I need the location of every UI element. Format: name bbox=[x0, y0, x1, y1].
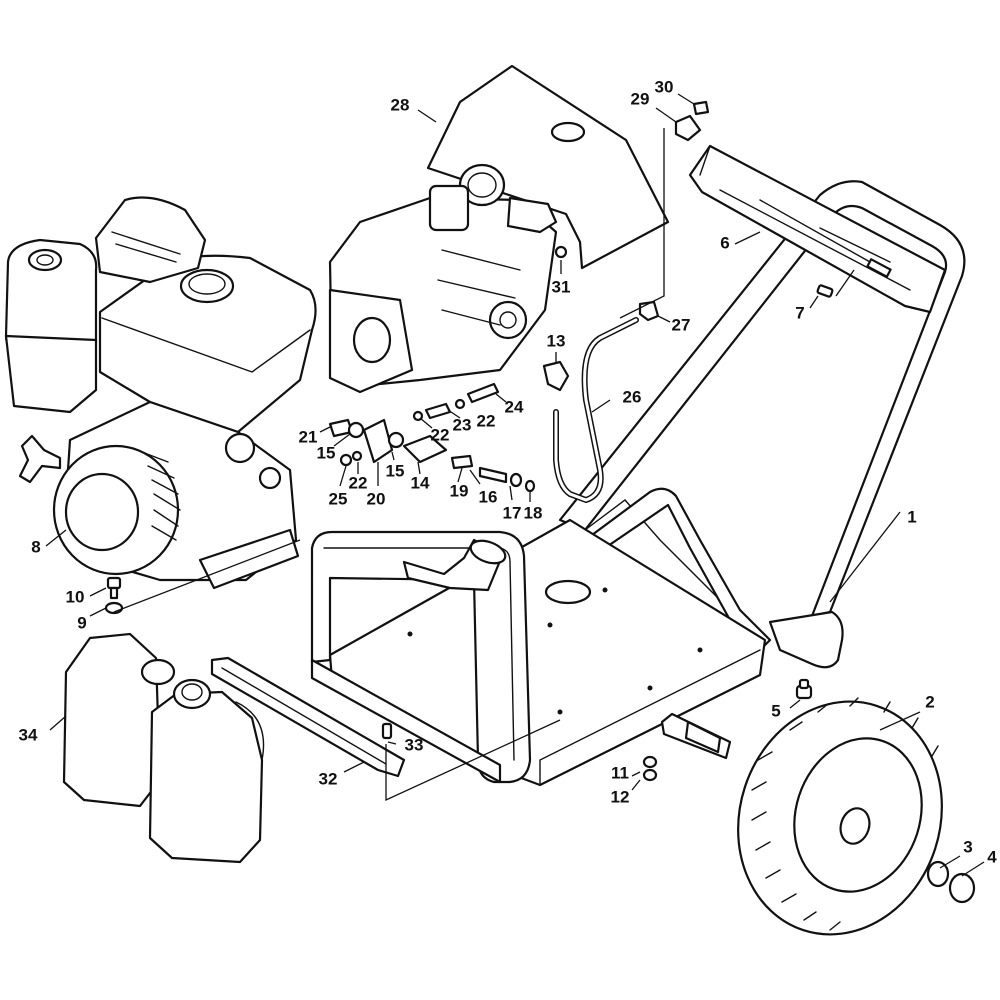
engine bbox=[4, 196, 317, 590]
callout-16: 16 bbox=[479, 487, 498, 506]
pump bbox=[328, 163, 558, 394]
callout-22b: 22 bbox=[431, 425, 450, 444]
callout-2: 2 bbox=[925, 692, 934, 711]
callout-4: 4 bbox=[987, 847, 997, 866]
hub-cap bbox=[948, 872, 976, 904]
callout-25: 25 bbox=[329, 489, 348, 508]
callout-10: 10 bbox=[66, 587, 85, 606]
callout-8: 8 bbox=[31, 537, 40, 556]
front-tube-frame bbox=[310, 530, 532, 784]
callout-14: 14 bbox=[411, 473, 430, 492]
callout-22c: 22 bbox=[477, 411, 496, 430]
elbow-fitting bbox=[638, 300, 660, 322]
callout-1: 1 bbox=[907, 507, 916, 526]
callout-17: 17 bbox=[503, 503, 522, 522]
callout-21: 21 bbox=[299, 427, 318, 446]
callout-32: 32 bbox=[319, 769, 338, 788]
callout-22a: 22 bbox=[349, 473, 368, 492]
tire-valve bbox=[795, 678, 813, 700]
callout-15a: 15 bbox=[317, 443, 336, 462]
callout-28: 28 bbox=[391, 95, 410, 114]
handle-grip bbox=[688, 144, 947, 314]
skid-rail bbox=[210, 656, 406, 778]
callout-12: 12 bbox=[611, 787, 630, 806]
callout-18: 18 bbox=[524, 503, 543, 522]
callout-7: 7 bbox=[795, 303, 804, 322]
wheel bbox=[737, 697, 943, 936]
pump-cover bbox=[426, 64, 670, 270]
callout-15b: 15 bbox=[386, 461, 405, 480]
leader-lines bbox=[45, 93, 985, 877]
swivel-fitting bbox=[542, 360, 570, 392]
engine-bolt bbox=[106, 576, 122, 600]
fuel-canisters bbox=[62, 632, 265, 864]
callouts: 1 2 3 4 5 6 7 8 9 10 11 12 13 14 15 15 1… bbox=[19, 77, 998, 866]
small-fittings bbox=[328, 100, 710, 493]
callout-3: 3 bbox=[963, 837, 972, 856]
callout-30: 30 bbox=[655, 77, 674, 96]
nuts bbox=[642, 755, 658, 782]
callout-33: 33 bbox=[405, 735, 424, 754]
rail-screw bbox=[381, 722, 393, 740]
inlet-fitting bbox=[402, 538, 507, 592]
axle bbox=[660, 712, 732, 760]
callout-19: 19 bbox=[450, 481, 469, 500]
frame-handle bbox=[558, 180, 966, 669]
callout-6: 6 bbox=[720, 233, 729, 252]
callout-26: 26 bbox=[623, 387, 642, 406]
callout-27: 27 bbox=[672, 315, 691, 334]
callout-13: 13 bbox=[547, 331, 566, 350]
callout-29: 29 bbox=[631, 89, 650, 108]
callout-31: 31 bbox=[552, 277, 571, 296]
callout-20: 20 bbox=[367, 489, 386, 508]
grip-screw bbox=[816, 284, 834, 298]
callout-24: 24 bbox=[505, 397, 524, 416]
callout-23: 23 bbox=[453, 415, 472, 434]
callout-34: 34 bbox=[19, 725, 38, 744]
callout-11: 11 bbox=[611, 763, 629, 782]
callout-9: 9 bbox=[77, 613, 86, 632]
washer bbox=[926, 860, 950, 888]
callout-5: 5 bbox=[771, 701, 780, 720]
